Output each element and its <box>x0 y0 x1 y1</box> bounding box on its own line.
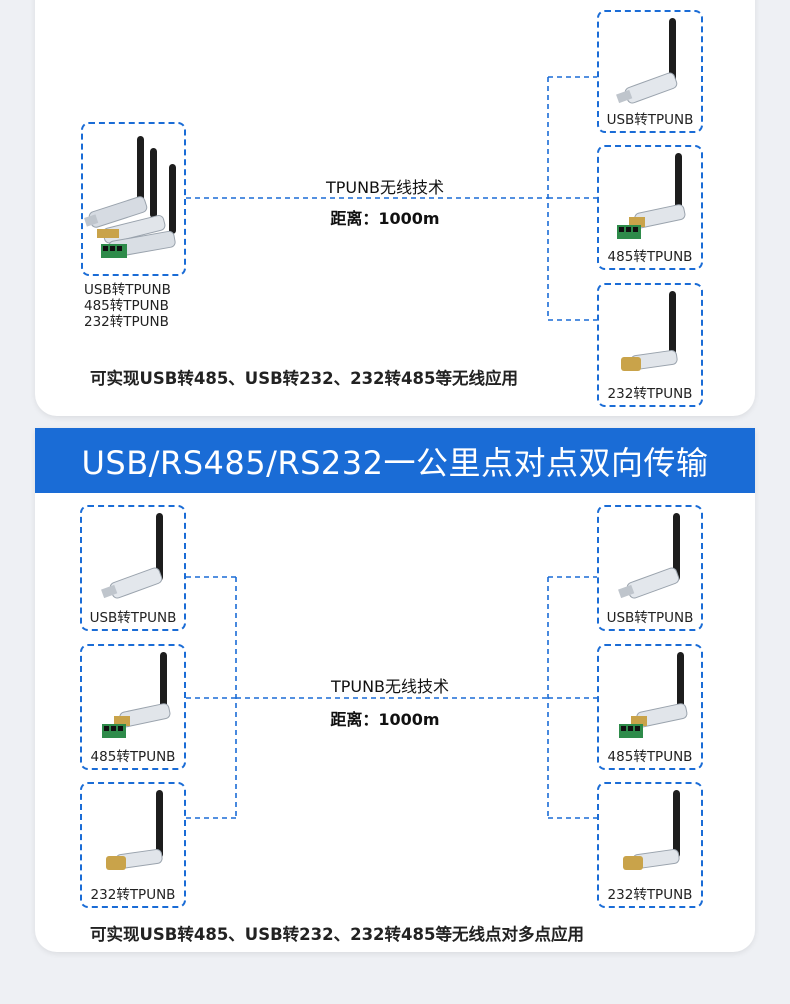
top-right-usb-box: USB转TPUNB <box>597 10 703 133</box>
bottom-link-title: TPUNB无线技术 <box>330 677 450 696</box>
bottom-left-232-box: 232转TPUNB <box>80 782 186 908</box>
bottom-left-usb-box: USB转TPUNB <box>80 505 186 631</box>
device-label: USB转TPUNB <box>606 112 694 128</box>
top-right-485-box: 485转TPUNB <box>597 145 703 270</box>
rs485-module-image <box>102 652 171 738</box>
device-label: USB转TPUNB <box>89 610 177 626</box>
top-caption: 可实现USB转485、USB转232、232转485等无线应用 <box>90 369 518 388</box>
bottom-right-usb-box: USB转TPUNB <box>597 505 703 631</box>
rs232-module-image <box>621 291 678 371</box>
section-banner: USB/RS485/RS232一公里点对点双向传输 <box>35 428 755 493</box>
device-label: 232转TPUNB <box>607 386 693 402</box>
usb-dongle-image <box>101 513 163 599</box>
usb-dongle-image <box>616 18 678 104</box>
rs232-module-image <box>106 790 163 870</box>
bottom-right-232-box: 232转TPUNB <box>597 782 703 908</box>
device-label: USB转TPUNB <box>606 610 694 626</box>
bottom-left-485-box: 485转TPUNB <box>80 644 186 770</box>
stacked-devices-box <box>81 122 186 276</box>
stacked-label-232: 232转TPUNB <box>84 314 169 330</box>
device-label: 232转TPUNB <box>607 887 693 903</box>
stacked-devices-image <box>84 136 176 258</box>
bottom-distance: 距离：1000m <box>330 710 440 729</box>
stacked-label-usb: USB转TPUNB <box>84 282 171 298</box>
rs485-module-image <box>619 652 688 738</box>
device-label: 485转TPUNB <box>607 249 693 265</box>
device-label: 232转TPUNB <box>90 887 176 903</box>
bottom-caption: 可实现USB转485、USB转232、232转485等无线点对多点应用 <box>90 925 584 944</box>
top-distance: 距离：1000m <box>330 209 440 228</box>
rs485-module-image <box>617 153 686 239</box>
bottom-right-485-box: 485转TPUNB <box>597 644 703 770</box>
device-label: 485转TPUNB <box>90 749 176 765</box>
usb-dongle-image <box>618 513 680 599</box>
top-link-title: TPUNB无线技术 <box>325 178 445 197</box>
rs232-module-image <box>623 790 680 870</box>
device-label: 485转TPUNB <box>607 749 693 765</box>
top-right-232-box: 232转TPUNB <box>597 283 703 407</box>
stacked-label-485: 485转TPUNB <box>84 298 169 314</box>
